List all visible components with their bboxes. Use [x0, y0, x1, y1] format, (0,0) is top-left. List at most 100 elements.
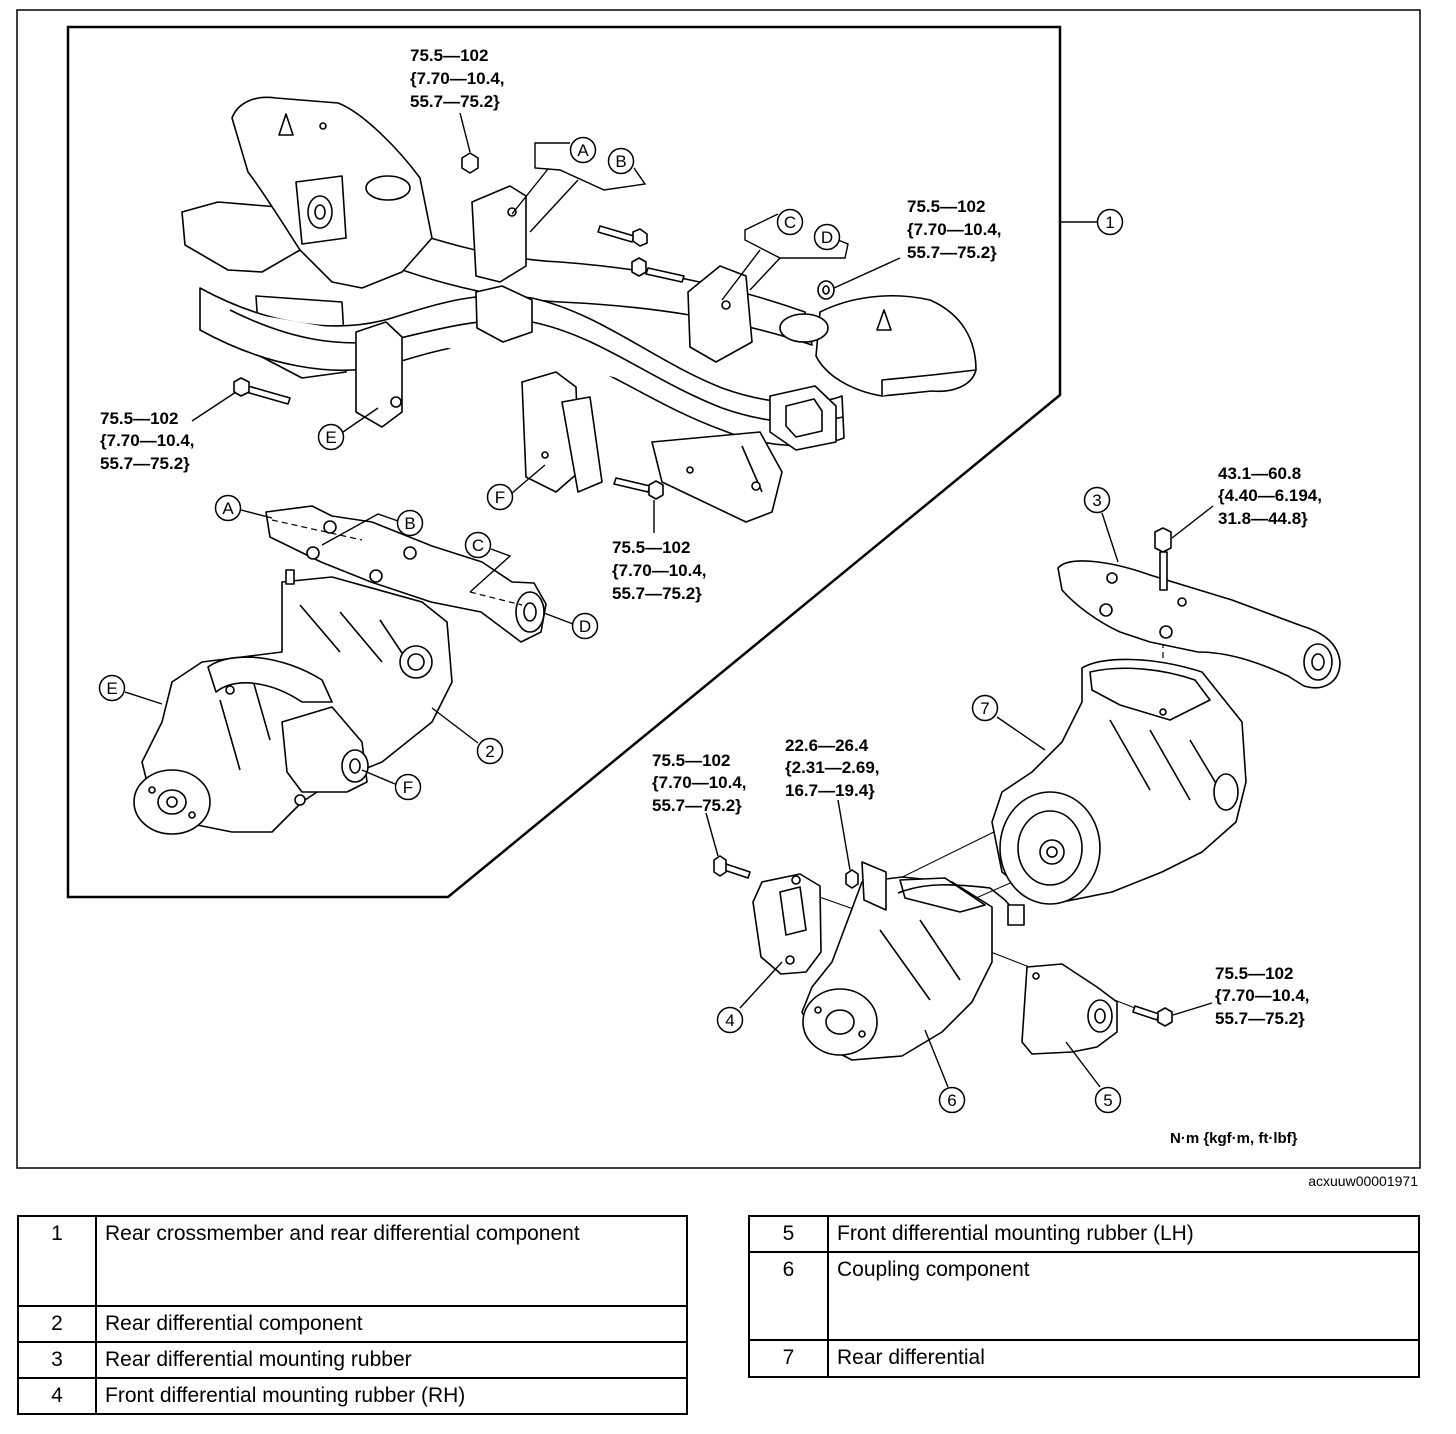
callout-7-leader: [996, 716, 1046, 751]
coupling-bolt-head: [845, 869, 859, 889]
torque-spec-kgfm: {7.70—10.4,: [410, 69, 505, 88]
callout-e-upper-leader: [342, 407, 379, 433]
rubber5-body: [1021, 963, 1118, 1055]
callout-flag-ab: [534, 142, 647, 191]
rear-diff-side-boss: [1213, 773, 1239, 811]
torque-spec-7: 75.5—102 {7.70—10.4, 55.7—75.2}: [652, 751, 747, 815]
callout-number: 4: [725, 1011, 734, 1030]
outer-frame: [16, 9, 1421, 1169]
crossmember-tube-end-inner: [785, 398, 823, 438]
coupling-connector: [1007, 904, 1025, 926]
torque-spec-4: 75.5—102 {7.70—10.4, 55.7—75.2}: [612, 538, 707, 603]
callout-a-lower-axis: [271, 519, 363, 541]
crossmember-left-mount-opening: [365, 175, 411, 201]
legend-description: Rear crossmember and rear differential c…: [95, 1215, 688, 1307]
torque-units-label: N·m {kgf·m, ft·lbf}: [1170, 1130, 1298, 1147]
legend-description: Rear differential mounting rubber: [95, 1341, 688, 1379]
legend-description: Front differential mounting rubber (LH): [827, 1215, 1420, 1253]
torque-leader-5: [1171, 505, 1214, 539]
crossmember-left-mount-hole: [319, 122, 327, 130]
nut-right-hole: [822, 285, 830, 295]
diff-flange-bolt: [188, 811, 196, 819]
rubber4-bolt-head: [713, 855, 727, 877]
callout-lower-e: E: [98, 674, 126, 702]
callout-2-leader: [431, 707, 479, 744]
diff-housing: [141, 576, 453, 833]
bolt-shaft-e: [245, 385, 291, 405]
legend-row: 1 Rear crossmember and rear differential…: [17, 1215, 688, 1307]
crossmember-front-beam: [199, 287, 845, 447]
figure-code: acxuuw00001971: [1308, 1173, 1418, 1189]
diff-mount-bushing-core: [523, 602, 537, 622]
callout-number: 6: [947, 1091, 956, 1110]
torque-spec-nm: 75.5—102: [907, 197, 985, 216]
rear-diff-rib: [1109, 719, 1221, 801]
coupling-flange-bolt: [814, 1006, 822, 1014]
torque-leader-8: [1172, 1002, 1213, 1016]
rubber3-hole: [1106, 572, 1118, 584]
callout-upper-f: F: [486, 483, 514, 511]
torque-spec-nm: 75.5—102: [100, 409, 178, 428]
callout-part-4: 4: [716, 1006, 744, 1034]
torque-spec-kgfm: {7.70—10.4,: [907, 220, 1002, 239]
rubber3-bushing-core: [1311, 653, 1325, 671]
torque-spec-ftlbf: 55.7—75.2}: [1215, 1009, 1305, 1028]
legend-description: Rear differential component: [95, 1305, 688, 1343]
rubber3-bracket: [1057, 560, 1341, 689]
torque-spec-kgfm: {7.70—10.4,: [652, 773, 747, 792]
torque-leader-7: [705, 812, 719, 857]
callout-number: 7: [980, 699, 989, 718]
rubber4-hole: [791, 875, 801, 885]
callout-4-leader: [739, 961, 783, 1009]
torque-spec-ftlbf: 55.7—75.2}: [652, 796, 742, 815]
diff-mount-bolt: [306, 546, 320, 560]
callout-letter: A: [577, 141, 589, 160]
bolt-shaft-a: [597, 225, 635, 243]
callout-letter: B: [615, 152, 626, 171]
legend-table-right: 5 Front differential mounting rubber (LH…: [748, 1215, 1420, 1378]
torque-spec-kgfm: {7.70—10.4,: [100, 431, 195, 450]
callout-letter: F: [403, 778, 413, 797]
callout-upper-e: E: [317, 423, 345, 451]
rubber3-hole: [1099, 603, 1113, 617]
callout-cd-leader: [721, 249, 761, 301]
rubber3-hole: [1177, 597, 1187, 607]
crossmember-left-mount-cone: [278, 113, 294, 136]
crossmember-right-mount-cone: [876, 309, 892, 331]
torque-spec-nm: 43.1—60.8: [1218, 464, 1301, 483]
callout-ab-leader: [511, 168, 549, 215]
legend-number: 5: [748, 1215, 829, 1253]
callout-part-2: 2: [476, 737, 504, 765]
callout-f-lower-leader: [361, 769, 396, 785]
callout-lower-a: A: [214, 494, 242, 522]
coupling-component-drawing: [801, 861, 1025, 1061]
diff-housing-rib: [219, 604, 413, 771]
diff-housing-bolt: [225, 685, 235, 695]
legend-description: Rear differential: [827, 1339, 1420, 1378]
rubber3-bolt-head: [1154, 527, 1172, 553]
legend-row: 4 Front differential mounting rubber (RH…: [17, 1377, 688, 1415]
torque-spec-ftlbf: 55.7—75.2}: [100, 454, 190, 473]
torque-spec-1: 75.5—102 {7.70—10.4, 55.7—75.2}: [410, 46, 505, 111]
nut-upper-center: [461, 152, 479, 174]
callout-a-lower-leader: [240, 509, 273, 519]
torque-spec-2: 75.5—102 {7.70—10.4, 55.7—75.2}: [907, 197, 1002, 262]
callout-number: 5: [1103, 1091, 1112, 1110]
callout-e-lower-leader: [124, 691, 163, 705]
crossmember-bracket-cd: [687, 265, 753, 363]
callout-number: 3: [1092, 491, 1101, 510]
torque-spec-nm: 75.5—102: [1215, 964, 1293, 983]
legend-row: 3 Rear differential mounting rubber: [17, 1341, 688, 1379]
callout-letter: C: [472, 536, 484, 555]
crossmember-lower-bracket-hole: [751, 481, 761, 491]
coupling-bolt-bracket: [861, 861, 887, 911]
torque-spec-5: 43.1—60.8 {4.40—6.194, 31.8—44.8}: [1218, 464, 1322, 528]
callout-letter: B: [404, 514, 415, 533]
torque-spec-8: 75.5—102 {7.70—10.4, 55.7—75.2}: [1215, 964, 1310, 1028]
diff-housing-bolt: [294, 794, 306, 806]
crossmember-right-mount-opening: [779, 313, 829, 343]
torque-spec-ftlbf: 31.8—44.8}: [1218, 509, 1308, 528]
crossmember-lower-bracket: [651, 431, 783, 523]
crossmember-bracket-f-hole: [541, 451, 549, 459]
